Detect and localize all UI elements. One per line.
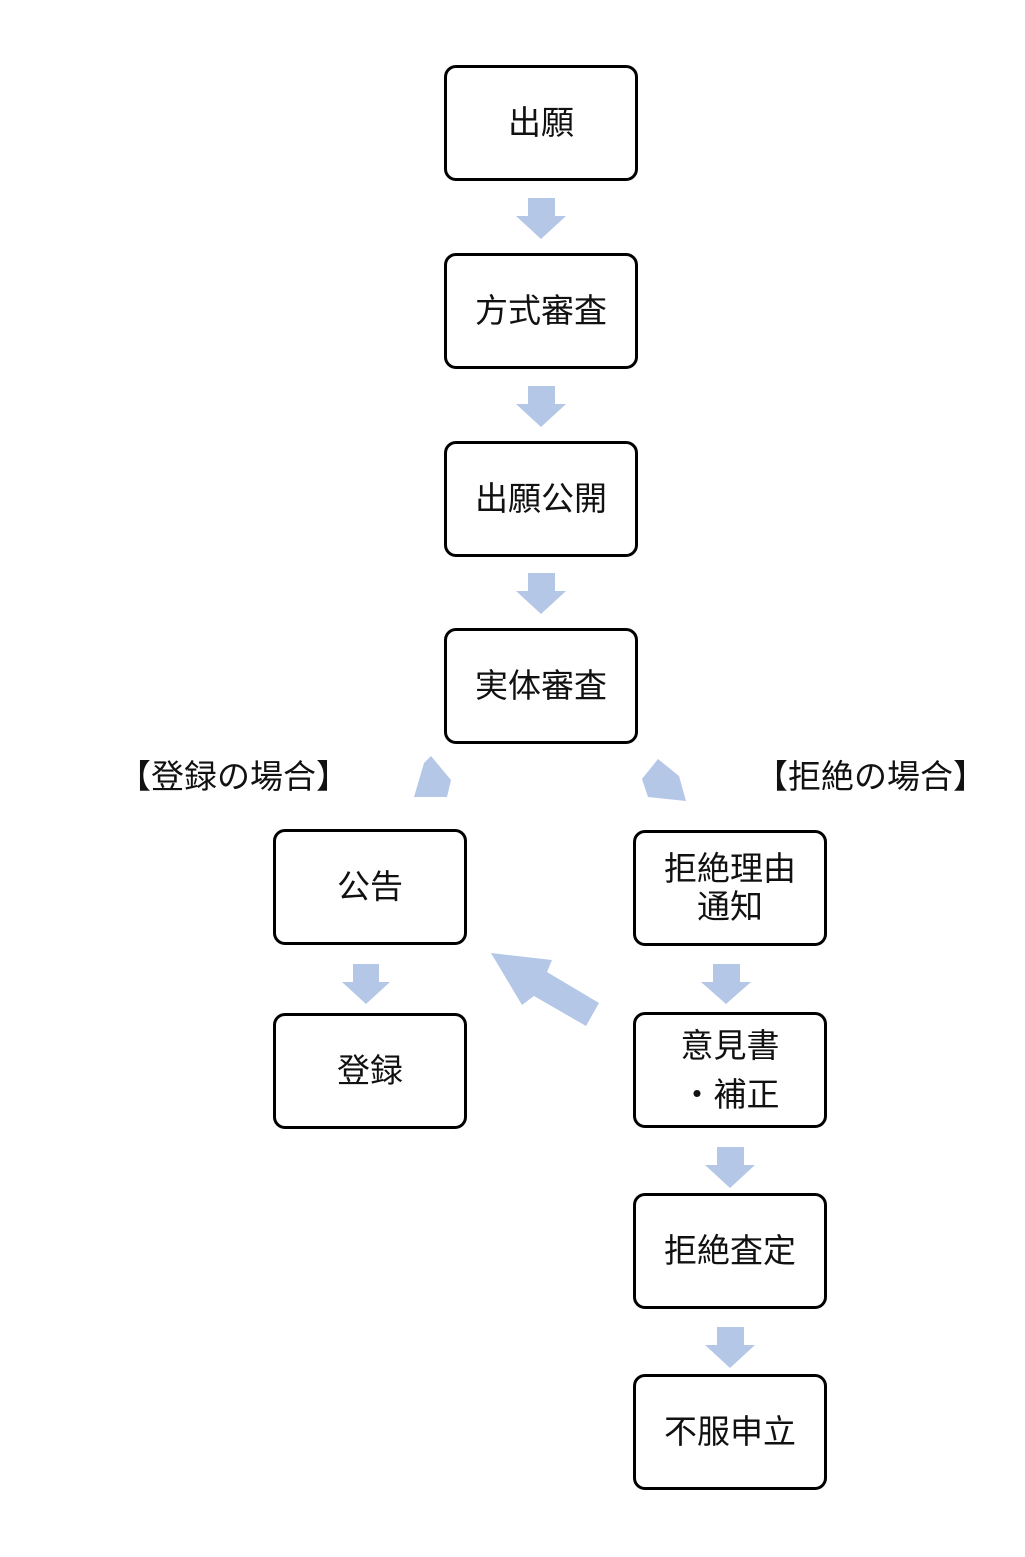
arrow-down-right-icon: [642, 759, 686, 801]
arrow-down-left-icon: [414, 756, 451, 797]
arrow-down-icon: [342, 964, 390, 1004]
arrow-down-icon: [516, 573, 566, 614]
registration-box: 登録: [273, 1013, 467, 1129]
announcement-box: 公告: [273, 829, 467, 945]
arrow-down-icon: [516, 198, 566, 239]
substantive-exam-box: 実体審査: [444, 628, 638, 744]
announcement-label: 公告: [337, 867, 403, 907]
registration-case-label: 【登録の場合】: [118, 757, 349, 796]
publication-label: 出願公開: [475, 479, 607, 519]
substantive-exam-label: 実体審査: [475, 666, 607, 706]
appeal-box: 不服申立: [633, 1374, 827, 1490]
rejection-notice-label-line2: 通知: [697, 887, 763, 926]
arrow-down-icon: [705, 1327, 755, 1368]
arrow-down-icon: [705, 1147, 755, 1188]
formality-exam-label: 方式審査: [475, 291, 607, 331]
filing-box: 出願: [444, 65, 638, 181]
filing-label: 出願: [508, 103, 574, 143]
opinion-label-line2: ・補正: [680, 1075, 780, 1114]
arrow-down-icon: [516, 386, 566, 427]
rejection-notice-box: 拒絶理由 通知: [633, 830, 827, 946]
opinion-label-line1: 意見書: [680, 1025, 780, 1065]
registration-label: 登録: [337, 1051, 403, 1091]
rejection-decision-box: 拒絶査定: [633, 1193, 827, 1309]
formality-exam-box: 方式審査: [444, 253, 638, 369]
rejection-case-label: 【拒絶の場合】: [755, 757, 986, 796]
opinion-amendment-box: 意見書 ・補正: [633, 1012, 827, 1128]
rejection-decision-label: 拒絶査定: [664, 1231, 796, 1271]
rejection-notice-label-line1: 拒絶理由: [664, 849, 796, 889]
arrow-down-icon: [701, 964, 751, 1004]
publication-box: 出願公開: [444, 441, 638, 557]
arrow-up-left-icon: [491, 953, 599, 1026]
appeal-label: 不服申立: [664, 1412, 796, 1452]
